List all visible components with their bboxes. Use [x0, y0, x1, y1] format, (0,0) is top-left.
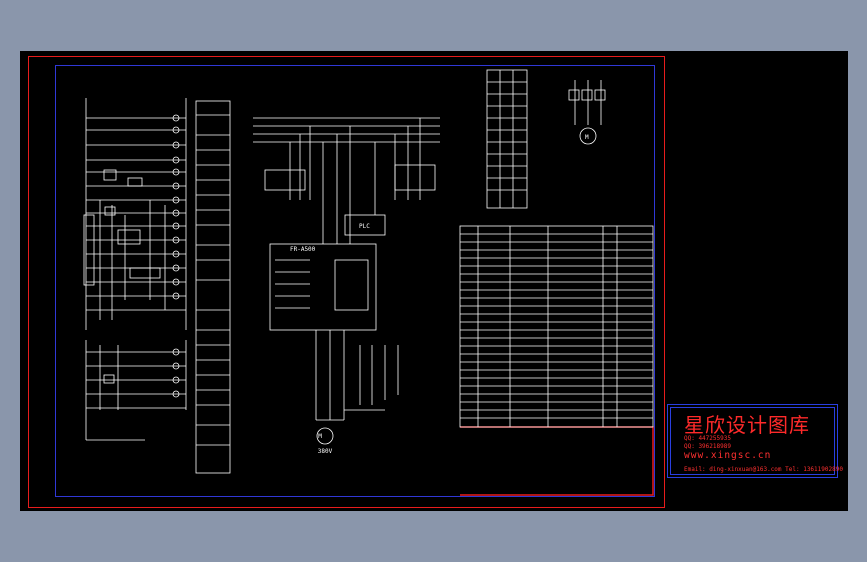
- stamp-qq-1: QQ: 447255935: [684, 435, 731, 442]
- inverter-block: [269, 243, 377, 331]
- terminal-grid: [486, 69, 528, 209]
- description-column: [195, 100, 231, 474]
- control-ladder-lower: [85, 340, 187, 441]
- main-motor-symbol: [316, 427, 334, 445]
- stamp-qq-2: QQ: 396218989: [684, 443, 731, 450]
- ladder-coils: [172, 114, 180, 300]
- stamp-url: www.xingsc.cn: [684, 450, 772, 461]
- stamp-inner-border: [670, 407, 835, 475]
- parts-list-table: [459, 225, 654, 428]
- outer-border: [28, 56, 665, 508]
- inner-border: [55, 65, 655, 497]
- motor-label: M: [318, 433, 322, 440]
- stamp-title: 星欣设计图库: [684, 413, 810, 437]
- title-block-frame: [460, 426, 654, 496]
- motor-feed: [315, 330, 399, 445]
- power-bus: [253, 117, 440, 244]
- watermark-stamp: 星欣设计图库 QQ: 447255935 QQ: 396218989 www.x…: [667, 404, 843, 478]
- inverter-label: FR-A500: [290, 246, 316, 253]
- drawing-canvas: [20, 51, 848, 511]
- stamp-contact: Email: ding-xinxuan@163.com Tel: 1361190…: [684, 466, 843, 473]
- aux-motor: [568, 80, 606, 145]
- controller-label: PLC: [359, 223, 370, 230]
- control-ladder-upper: [83, 98, 187, 330]
- voltage-label: 380V: [318, 448, 333, 455]
- aux-motor-label: M: [585, 134, 589, 141]
